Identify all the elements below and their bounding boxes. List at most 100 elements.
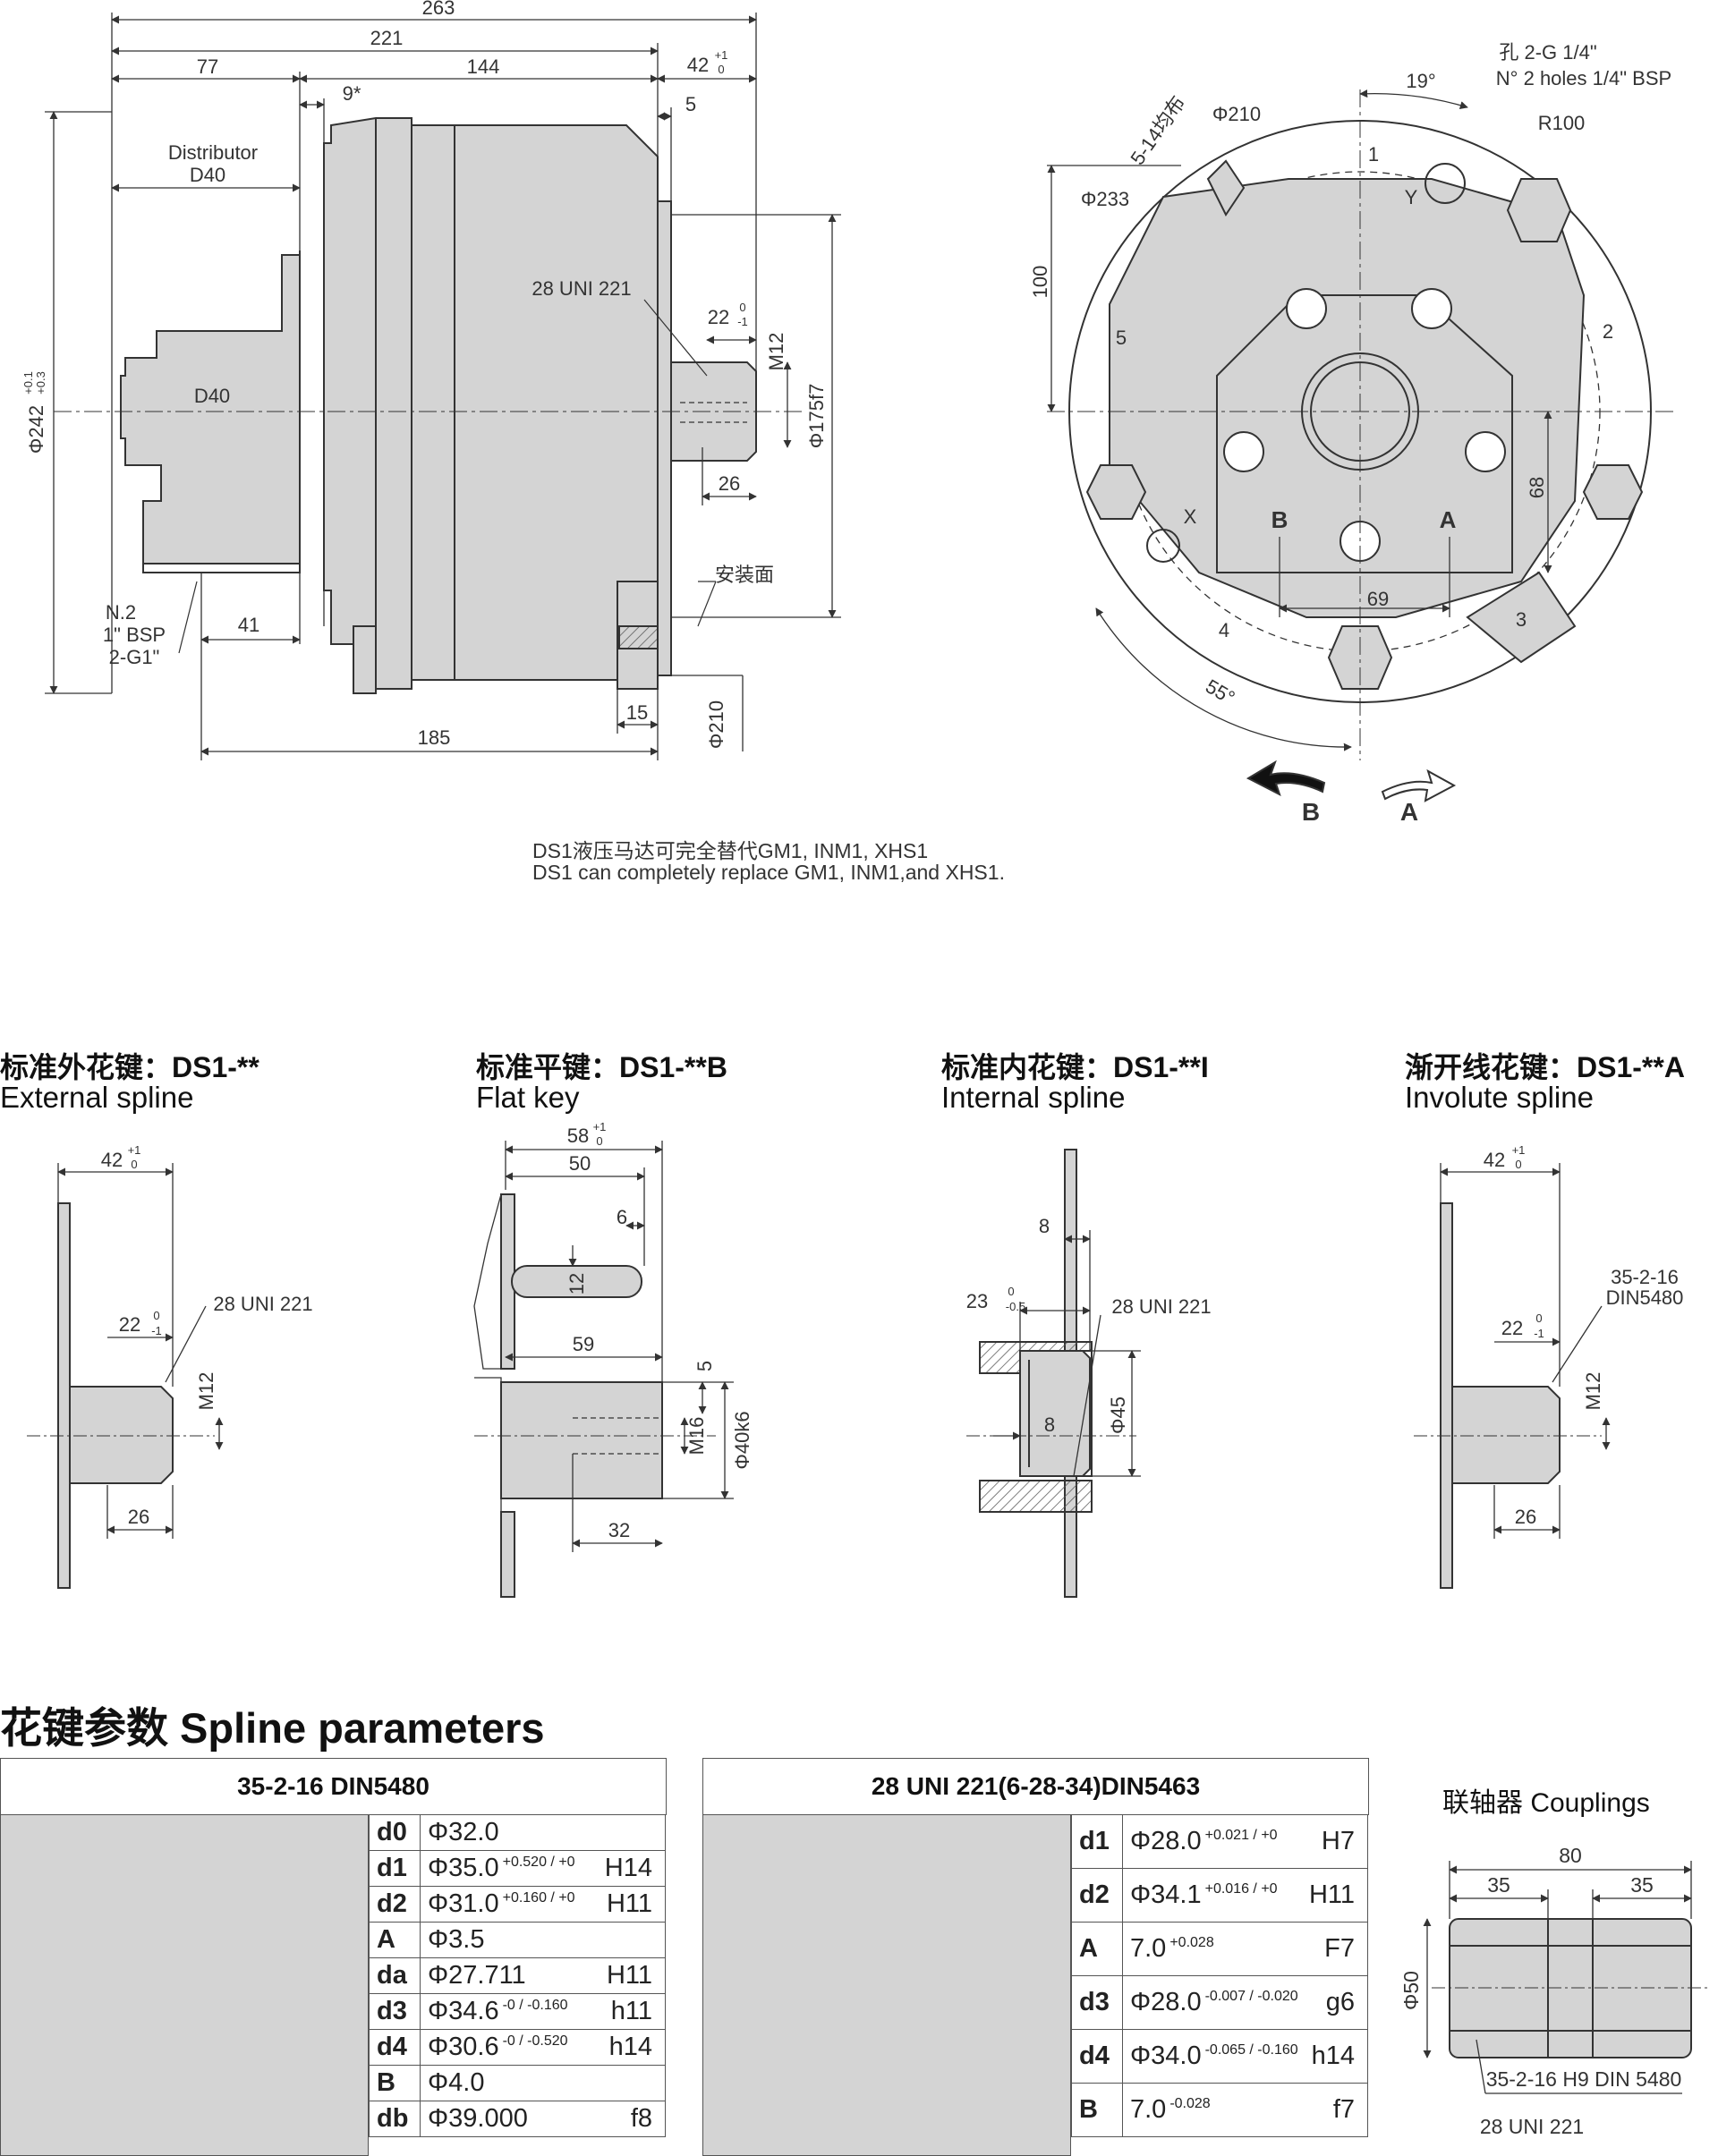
rotation-b-label: B (1302, 798, 1320, 826)
d69-label: 69 (1367, 588, 1389, 610)
dim-144: 144 (467, 55, 500, 78)
angle-19-label: 19° (1406, 70, 1435, 92)
param-tolerance: -0.028 (1169, 2096, 1211, 2112)
param-value: Φ34.6 (428, 1997, 499, 2025)
inv-dim-42: 42 (1484, 1149, 1505, 1171)
key-dim-5: 5 (693, 1361, 716, 1371)
dim-9: 9* (343, 82, 361, 105)
param-key: A (369, 1922, 421, 1958)
external-spline-labels: 42 +1 0 28 UNI 221 22 0 -1 M12 26 (101, 1143, 313, 1528)
internal-spline-labels: 8 23 0 -0.5 28 UNI 221 Φ45 8 (966, 1215, 1212, 1436)
param-tolerance: +0.016 / +0 (1204, 1881, 1278, 1897)
bolts-label: 5-14均布 (1126, 91, 1189, 168)
port-n2-label: N.2 (106, 601, 136, 624)
ext-spline-title-en: External spline (0, 1081, 194, 1114)
param-key: d1 (1071, 1814, 1123, 1869)
param-key: d4 (369, 2029, 421, 2066)
param-grade: H14 (604, 1854, 652, 1882)
param-tolerance: +0.520 / +0 (502, 1855, 575, 1871)
rotation-arrow-b (1246, 760, 1326, 797)
param-value: Φ27.711 (428, 1961, 526, 1990)
port-b-label: B (1271, 506, 1288, 533)
key-dim-50: 50 (569, 1152, 591, 1175)
param-key: A (1071, 1922, 1123, 1976)
involute-spline-drawing (1414, 1163, 1611, 1589)
param-key: d3 (1071, 1975, 1123, 2030)
int-spline-title-cn: 标准内花键：DS1-**I (941, 1051, 1209, 1083)
inv-dim-22-low: -1 (1534, 1327, 1544, 1340)
inv-label-1: 35-2-16 (1611, 1266, 1679, 1288)
int-dim-8a: 8 (1039, 1215, 1050, 1237)
inv-dim-22-up: 0 (1535, 1311, 1542, 1325)
bolt-2-label: 2 (1603, 320, 1613, 343)
motor-body (323, 117, 659, 690)
r100-label: R100 (1538, 112, 1586, 134)
bolt-1-label: 1 (1368, 143, 1379, 166)
front-view (1047, 89, 1678, 802)
param-key: d3 (369, 1993, 421, 2030)
param-key: da (369, 1957, 421, 1994)
ext-dim-22-low: -1 (151, 1324, 162, 1337)
dim-41: 41 (238, 614, 259, 636)
param-key: B (369, 2065, 421, 2101)
dim-42-tol-low: 0 (718, 63, 724, 76)
hole-cn-label: 孔 2-G 1/4" (1499, 41, 1596, 64)
dim-m12: M12 (765, 333, 787, 371)
note-cn: DS1液压马达可完全替代GM1, INM1, XHS1 (532, 839, 929, 862)
ext-uni221-label: 28 UNI 221 (213, 1293, 312, 1315)
distributor-label: Distributor (168, 141, 258, 164)
flat-key-labels: 58 +1 0 50 6 12 59 5 M16 Φ40k6 32 (566, 1120, 753, 1541)
param-grade: h11 (610, 1997, 652, 2025)
bolt-4-label: 4 (1219, 619, 1229, 641)
coupling-drawing (1423, 1861, 1709, 2094)
side-bottom-dims (45, 111, 841, 760)
param-grade: f8 (630, 2104, 652, 2133)
uni221-label: 28 UNI 221 (532, 277, 631, 300)
param-grade: H11 (606, 1961, 652, 1990)
param-key: d4 (1071, 2029, 1123, 2084)
dim-d175: Φ175f7 (805, 384, 828, 449)
param-tolerance: -0.007 / -0.020 (1204, 1989, 1298, 2005)
dim-42: 42 (687, 54, 709, 76)
dim-26: 26 (719, 472, 740, 495)
dim-263: 263 (422, 0, 455, 19)
inv-dim-42-low: 0 (1515, 1158, 1521, 1171)
param-value: Φ31.0 (428, 1889, 499, 1918)
dim-5: 5 (685, 93, 696, 115)
param-value-cell: Φ39.000 f8 (420, 2101, 666, 2137)
param-value: Φ4.0 (428, 2068, 485, 2097)
dim-77: 77 (197, 55, 218, 78)
key-dim-6: 6 (617, 1206, 627, 1228)
coup-dim-35b: 35 (1630, 1873, 1654, 1897)
d210-front-label: Φ210 (1212, 103, 1261, 125)
coup-dim-35a: 35 (1487, 1873, 1510, 1897)
param-value: Φ39.000 (428, 2104, 528, 2133)
ext-dim-22: 22 (119, 1313, 140, 1336)
key-dim-59: 59 (573, 1333, 594, 1355)
param-key: d1 (369, 1850, 421, 1887)
param-tolerance: -0.065 / -0.160 (1204, 2042, 1298, 2058)
flat-key-drawing (473, 1141, 734, 1598)
ext-spline-title-cn: 标准外花键：DS1-** (0, 1051, 259, 1083)
int-uni221-label: 28 UNI 221 (1111, 1295, 1211, 1318)
dim-22-tol-up: 0 (739, 301, 745, 314)
param-value: Φ35.0 (428, 1854, 499, 1882)
bolt-5-label: 5 (1116, 327, 1127, 349)
dim-d242-tol-low: +0.3 (34, 371, 47, 395)
port-bsp-label: 1" BSP (103, 624, 166, 646)
param-value: Φ28.0 (1130, 1988, 1202, 2016)
key-dim-12: 12 (566, 1273, 588, 1294)
rotation-arrow-a (1381, 768, 1457, 802)
coup-label-2: 28 UNI 221 (1480, 2115, 1584, 2138)
external-spline-drawing (27, 1163, 224, 1589)
